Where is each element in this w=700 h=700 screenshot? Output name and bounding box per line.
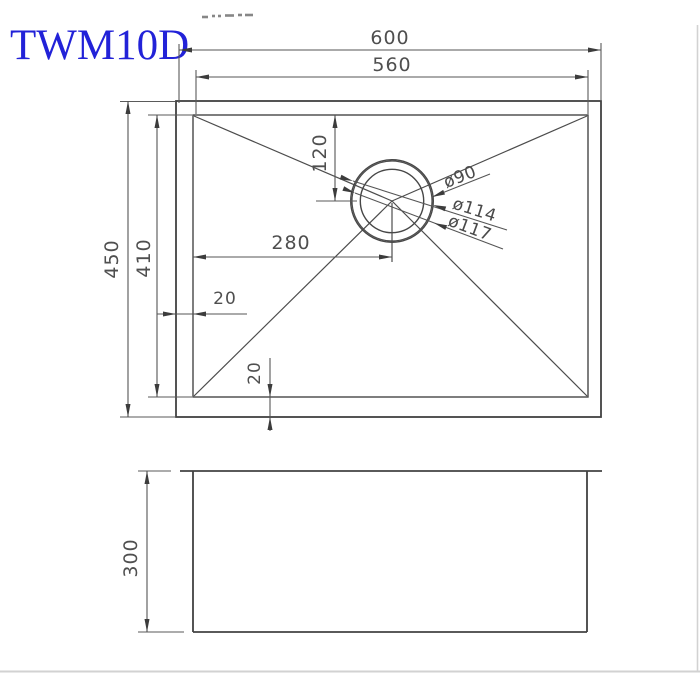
dim-drain-from-top: 120 [309,115,357,202]
slope-line-bottom-right [391,200,588,397]
dim-bowl-depth-label: 410 [133,238,155,277]
dim-drain-from-left-label: 280 [271,232,310,254]
slope-line-bottom-left [193,200,393,397]
top-view-drawing [175,100,602,418]
slope-line-top-right [391,115,588,202]
dim-bowl-depth: 410 [133,114,192,398]
dim-overall-width-label: 600 [370,27,409,49]
dim-bowl-width: 560 [195,54,589,114]
dim-rim-offset-bottom-label: 20 [245,361,265,385]
dim-drain-from-top-label: 120 [309,133,331,172]
outer-rim-rectangle [175,100,602,418]
bowl-rectangle [192,114,589,398]
dim-bowl-width-label: 560 [372,54,411,76]
dim-rim-offset-left-label: 20 [213,289,237,309]
side-view-drawing: 300 [120,470,602,633]
dim-bowl-height: 300 [120,471,150,632]
dim-rim-offset-bottom: 20 [245,358,273,431]
drain-dia-inner-label: ø90 [441,162,480,193]
dim-drain-from-left: 280 [193,232,392,260]
dim-overall-width: 600 [178,27,602,103]
dim-overall-depth-label: 450 [101,239,123,278]
dim-rim-offset-left: 20 [157,289,247,317]
cropped-text-artifact [202,13,253,19]
dim-overall-depth: 450 [101,100,175,418]
model-title: TWM10D [10,22,189,69]
slope-line-top-left [193,115,393,202]
dim-bowl-height-label: 300 [120,538,142,577]
